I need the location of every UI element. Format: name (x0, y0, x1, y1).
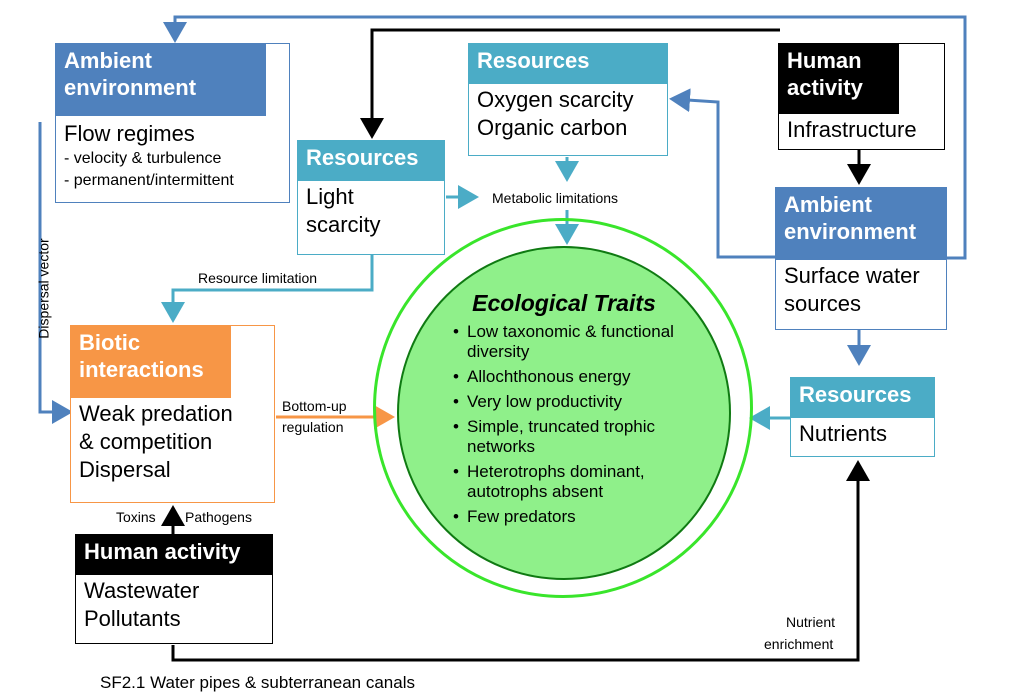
ambient-left-item-0: - velocity & turbulence (64, 150, 222, 167)
resources-nutrients-line: Nutrients (799, 421, 888, 446)
label-bottom-up: Bottom-up (282, 398, 347, 414)
resources-light-header: Resources (298, 141, 444, 181)
label-toxins: Toxins (116, 509, 156, 525)
human-infra-box: Human activity Infrastructure (778, 43, 945, 150)
resources-light-box: Resources Light scarcity (297, 140, 445, 255)
ambient-right-box: Ambient environment Surface water source… (775, 187, 947, 330)
resources-oxygen-line-0: Oxygen scarcity (477, 87, 634, 112)
biotic-box: Biotic interactions Weak predation & com… (70, 325, 275, 503)
resources-nutrients-box: Resources Nutrients (790, 377, 935, 457)
arrow-top-loop (163, 15, 967, 260)
human-waste-box: Human activity Wastewater Pollutants (75, 534, 273, 644)
biotic-line-1: & competition (79, 429, 213, 454)
trait-item: Heterotrophs dominant, autotrophs absent (453, 462, 713, 502)
ambient-right-line-0: Surface water (784, 263, 920, 288)
arrow-light-to-biotic (161, 255, 374, 323)
label-metabolic: Metabolic limitations (492, 190, 619, 206)
resources-light-line-0: Light (306, 184, 354, 209)
human-waste-line-0: Wastewater (84, 578, 200, 603)
traits-list: Low taxonomic & functional diversity All… (453, 322, 713, 532)
ambient-right-header: Ambient environment (776, 188, 946, 260)
arrow-ambient-to-oxygen (669, 88, 780, 259)
label-nutrient: Nutrient (786, 614, 836, 630)
human-waste-line-1: Pollutants (84, 606, 181, 631)
arrow-infra-to-light (360, 28, 780, 139)
resources-nutrients-header: Resources (791, 378, 934, 418)
trait-item: Low taxonomic & functional diversity (453, 322, 713, 362)
traits-outer-ring (373, 218, 753, 598)
ambient-right-line-1: sources (784, 291, 862, 316)
ambient-left-item-1: - permanent/intermittent (64, 172, 234, 189)
trait-item: Few predators (453, 507, 713, 527)
label-resource-limitation: Resource limitation (198, 270, 318, 286)
ambient-left-title: Flow regimes (64, 121, 195, 146)
ambient-left-header: Ambient environment (56, 44, 266, 116)
trait-item: Simple, truncated trophic networks (453, 417, 713, 457)
resources-oxygen-box: Resources Oxygen scarcity Organic carbon (468, 43, 668, 156)
resources-light-line-1: scarcity (306, 212, 381, 237)
label-enrichment: enrichment (764, 636, 834, 652)
label-regulation: regulation (282, 419, 344, 435)
arrow-nutrient-enrichment (171, 460, 870, 662)
trait-item: Very low productivity (453, 392, 713, 412)
label-dispersal-vector: Dispersal vector (35, 238, 52, 339)
human-waste-header: Human activity (76, 535, 272, 575)
figure-caption: SF2.1 Water pipes & subterranean canals (100, 673, 415, 692)
arrow-dispersal-vector (38, 122, 73, 424)
ambient-left-box: Ambient environment Flow regimes - veloc… (55, 43, 290, 203)
label-pathogens: Pathogens (185, 509, 252, 525)
traits-title: Ecological Traits (472, 290, 656, 316)
human-infra-line: Infrastructure (787, 117, 917, 142)
resources-oxygen-line-1: Organic carbon (477, 115, 628, 140)
biotic-header: Biotic interactions (71, 326, 231, 398)
trait-item: Allochthonous energy (453, 367, 713, 387)
resources-oxygen-header: Resources (469, 44, 667, 84)
human-infra-header: Human activity (779, 44, 899, 114)
biotic-line-2: Dispersal (79, 457, 171, 482)
biotic-line-0: Weak predation (79, 401, 233, 426)
